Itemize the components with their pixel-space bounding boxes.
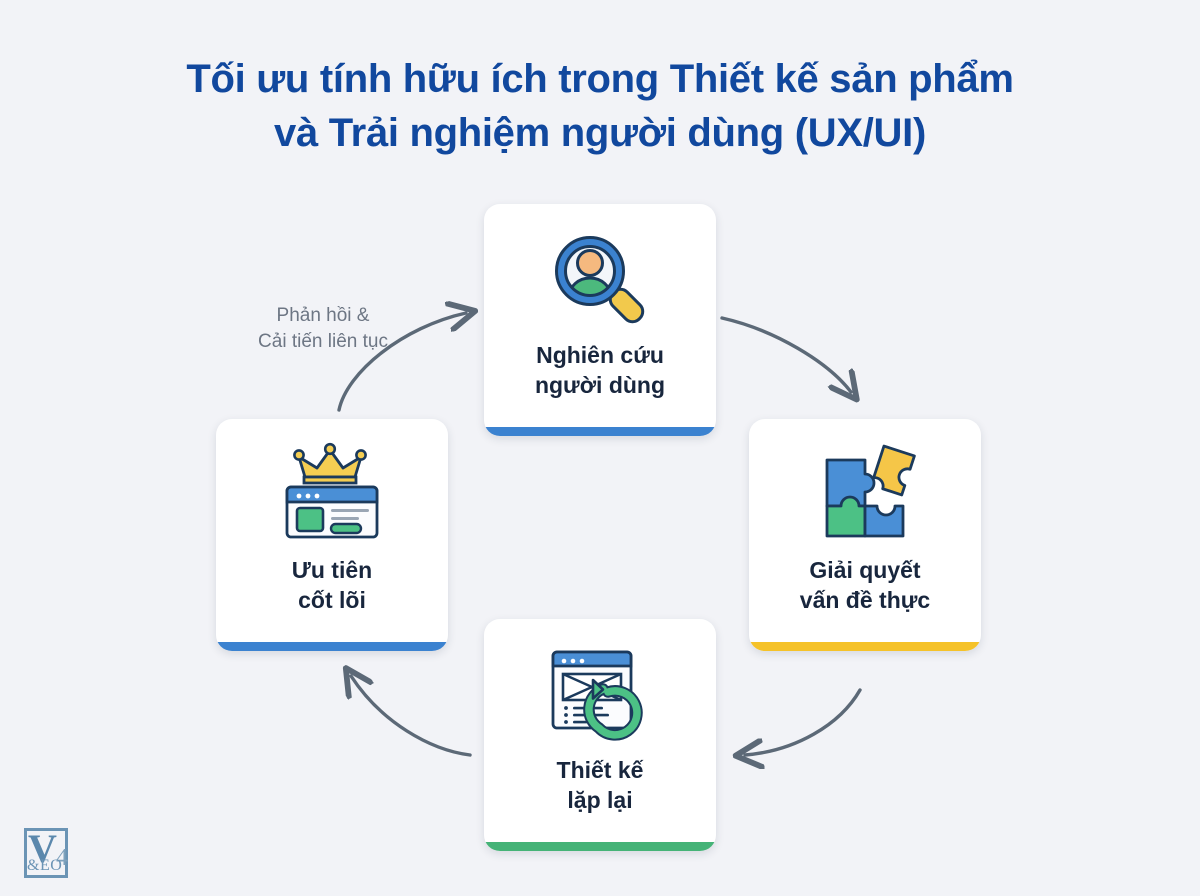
cycle-card-iterate[interactable]: Thiết kế lặp lại bbox=[484, 619, 716, 851]
logo-square-outline bbox=[24, 828, 68, 878]
cycle-card-core-accent bbox=[216, 642, 448, 651]
arrow-research-to-problem bbox=[720, 316, 851, 392]
brand-logo: V 4 &EO bbox=[18, 826, 80, 884]
cycle-card-iterate-content: Thiết kế lặp lại bbox=[484, 619, 716, 843]
cycle-card-research-accent bbox=[484, 427, 716, 436]
puzzle-pieces-icon bbox=[805, 441, 925, 545]
feedback-annotation: Phản hồi & Cải tiến liên tục bbox=[258, 305, 388, 352]
crown-window-icon bbox=[272, 441, 392, 545]
cycle-card-problem-accent bbox=[749, 642, 981, 651]
wireframe-refresh-icon bbox=[540, 641, 660, 745]
cycle-card-research-label: Nghiên cứu người dùng bbox=[534, 342, 666, 398]
arrow-iterate-to-core bbox=[351, 676, 472, 757]
cycle-card-research-content: Nghiên cứu người dùng bbox=[484, 204, 716, 428]
arrow-problem-to-iterate bbox=[745, 688, 862, 755]
magnifier-user-icon bbox=[540, 226, 660, 330]
logo-superscript-4: 4 bbox=[56, 845, 68, 871]
cycle-card-research[interactable]: Nghiên cứu người dùng bbox=[484, 204, 716, 436]
cycle-card-problem[interactable]: Giải quyết vấn đề thực bbox=[749, 419, 981, 651]
logo-letter-v: V bbox=[28, 826, 57, 871]
cycle-card-problem-content: Giải quyết vấn đề thực bbox=[749, 419, 981, 643]
cycle-card-core-label: Ưu tiên cốt lõi bbox=[291, 557, 373, 613]
cycle-card-core-content: Ưu tiên cốt lõi bbox=[216, 419, 448, 643]
cycle-card-iterate-label: Thiết kế lặp lại bbox=[556, 757, 644, 813]
cycle-card-problem-label: Giải quyết vấn đề thực bbox=[799, 557, 931, 613]
cycle-card-core[interactable]: Ưu tiên cốt lõi bbox=[216, 419, 448, 651]
page-title-line-1: Tối ưu tính hữu ích trong Thiết kế sản p… bbox=[186, 57, 1014, 101]
cycle-card-iterate-accent bbox=[484, 842, 716, 851]
page-title-line-2: và Trải nghiệm người dùng (UX/UI) bbox=[274, 111, 926, 155]
page-title: Tối ưu tính hữu ích trong Thiết kế sản p… bbox=[0, 52, 1200, 160]
logo-subtext: &EO bbox=[27, 857, 63, 874]
